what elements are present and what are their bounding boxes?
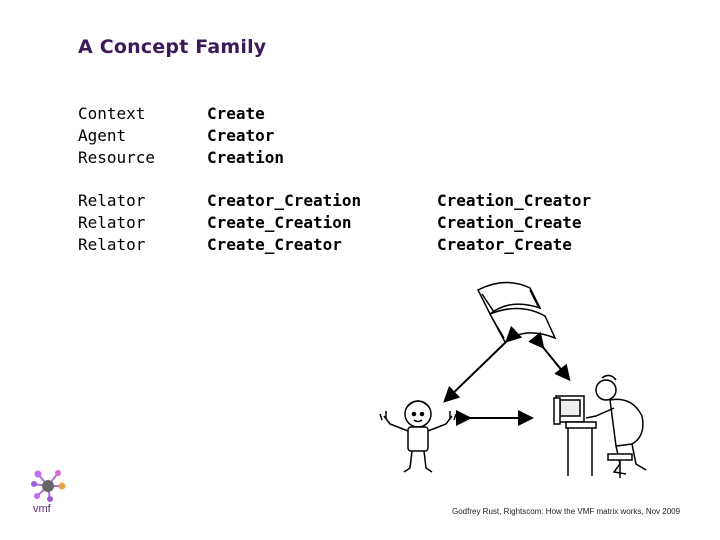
group2-col2: Creation_Creator Creation_Create Creator…	[437, 190, 591, 256]
label-agent: Agent	[78, 126, 127, 145]
relator-create-creator: Create_Creator	[207, 235, 342, 254]
computer-user-icon	[553, 374, 647, 478]
person-icon	[379, 400, 457, 473]
relator-creator-create: Creator_Create	[437, 235, 572, 254]
value-creator: Creator	[207, 126, 275, 145]
label-relator-3: Relator	[78, 235, 146, 254]
book-icon	[476, 281, 557, 344]
concept-triangle-illustration	[379, 281, 647, 478]
relator-create-creation: Create_Creation	[207, 213, 352, 232]
vmf-logo-icon	[31, 470, 66, 502]
footer-credit: Godfrey Rust, Rightscom: How the VMF mat…	[452, 507, 681, 516]
group2-labels: Relator Relator Relator	[78, 190, 145, 256]
label-relator-1: Relator	[78, 191, 146, 210]
arrow-book-creation	[528, 331, 571, 382]
logo-text: vmf	[33, 503, 51, 515]
group1-values: Create Creator Creation	[207, 103, 284, 169]
label-relator-2: Relator	[78, 213, 146, 232]
label-resource: Resource	[78, 148, 156, 167]
relator-creation-create: Creation_Create	[437, 213, 582, 232]
relator-creation-creator: Creation_Creator	[437, 191, 592, 210]
value-creation: Creation	[207, 148, 285, 167]
group2-col1: Creator_Creation Create_Creation Create_…	[207, 190, 361, 256]
page-title: A Concept Family	[78, 36, 267, 58]
arrow-book-creator	[443, 325, 523, 403]
relator-creator-creation: Creator_Creation	[207, 191, 362, 210]
label-context: Context	[78, 104, 146, 123]
group1-labels: Context Agent Resource	[78, 103, 155, 169]
value-create: Create	[207, 104, 265, 123]
